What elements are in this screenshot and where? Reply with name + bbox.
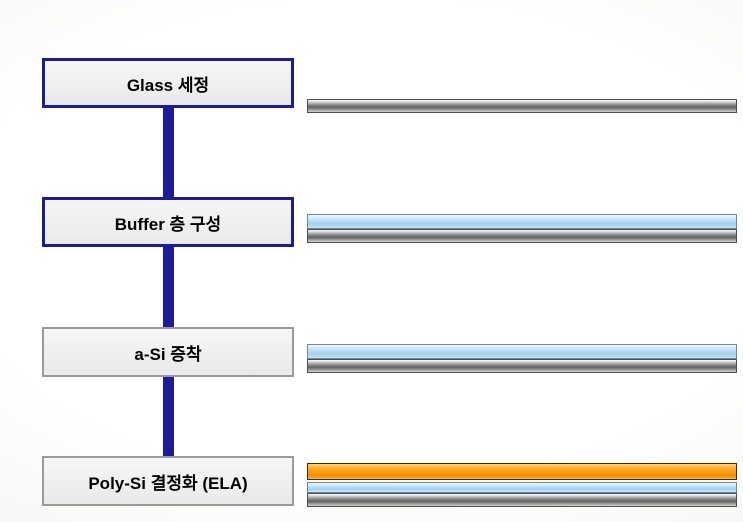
step-box-poly-si-crystallization: Poly-Si 결정화 (ELA)	[42, 456, 294, 506]
layer-stack-step1	[307, 99, 737, 113]
buffer-layer	[307, 482, 737, 493]
step-box-glass-cleaning: Glass 세정	[42, 58, 294, 108]
step-label-a-si-deposition: a-Si 증착	[134, 344, 202, 364]
glass-substrate-layer	[307, 99, 737, 113]
step-box-a-si-deposition: a-Si 증착	[42, 327, 294, 377]
step-label-glass-cleaning: Glass 세정	[126, 75, 210, 95]
poly-si-layer	[307, 463, 737, 480]
step-label-poly-si-crystallization: Poly-Si 결정화 (ELA)	[88, 473, 248, 493]
buffer-layer	[307, 214, 737, 229]
flow-connector-2	[163, 244, 174, 330]
flow-connector-3	[163, 374, 174, 459]
step-label-buffer-layer: Buffer 층 구성	[114, 214, 222, 234]
a-si-layer	[307, 344, 737, 359]
glass-substrate-layer	[307, 359, 737, 373]
glass-substrate-layer	[307, 229, 737, 243]
layer-stack-step2	[307, 214, 737, 243]
glass-substrate-layer	[307, 493, 737, 507]
layer-stack-step3	[307, 344, 737, 373]
step-box-buffer-layer: Buffer 층 구성	[42, 197, 294, 247]
flow-connector-1	[163, 104, 174, 200]
layer-stack-step4	[307, 463, 737, 507]
